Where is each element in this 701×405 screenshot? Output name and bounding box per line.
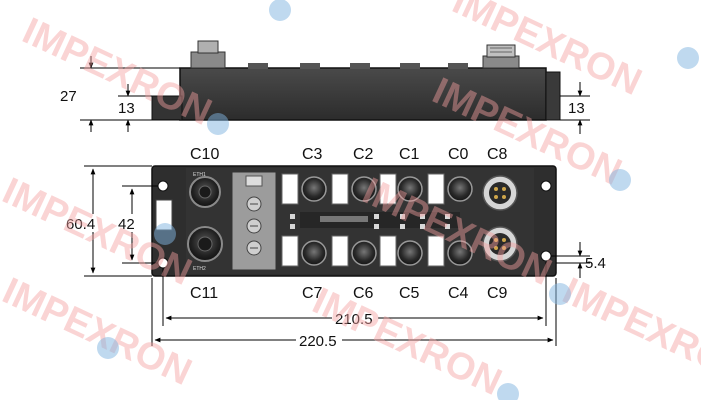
connector-c5 [379, 235, 423, 267]
connector-c6 [331, 235, 377, 267]
dim-220-5-bg [296, 331, 342, 349]
connector-c11 [187, 226, 223, 262]
dim-220-5-label: 220.5 [299, 333, 337, 350]
connector-c1 [379, 173, 423, 205]
globe-icon [549, 283, 571, 305]
label-c7: C7 [302, 285, 323, 302]
label-c9: C9 [487, 285, 508, 302]
side-connector-right [482, 44, 520, 69]
front-view: ETH1 ETH2 [151, 165, 557, 277]
connector-c0 [427, 173, 473, 205]
globe-icon [97, 337, 119, 359]
globe-icon [497, 383, 519, 405]
dim-42-bg [118, 214, 140, 232]
connector-c9 [482, 226, 518, 262]
connector-c3 [281, 173, 327, 205]
label-c1: C1 [399, 146, 420, 163]
dim-13-right-label: 13 [568, 100, 585, 117]
watermark-text-6: IMPEXRON [0, 270, 198, 394]
side-housing [179, 67, 547, 121]
label-c4: C4 [448, 285, 469, 302]
label-c3: C3 [302, 146, 323, 163]
globe-icon [269, 0, 291, 21]
dimension-side-right [560, 82, 590, 134]
watermark-text-8: IMPEXRON [556, 270, 701, 394]
brand-logo-mark [320, 216, 368, 222]
mount-hole-top-right [540, 180, 552, 192]
dim-210-5-bg [332, 309, 378, 327]
eth1-port-label: ETH1 [193, 172, 206, 178]
label-c8: C8 [487, 146, 508, 163]
connector-c4 [427, 235, 473, 267]
connector-c10 [189, 176, 221, 208]
dimension-front-right [551, 242, 590, 278]
rotary-switch-panel [231, 171, 277, 271]
eth2-port-label: ETH2 [193, 266, 206, 272]
side-flange-right [545, 71, 561, 121]
globe-icon [154, 223, 176, 245]
side-view [151, 40, 561, 121]
label-c2: C2 [353, 146, 374, 163]
status-leds [290, 214, 450, 229]
label-c0: C0 [448, 146, 469, 163]
connector-c8 [482, 175, 518, 211]
globe-icon [609, 169, 631, 191]
connector-c2 [331, 173, 377, 205]
mount-hole-top-left [157, 180, 169, 192]
connector-labels: C10 C3 C2 C1 C0 C8 C11 C7 C6 C5 C4 C9 [190, 146, 508, 302]
label-c11: C11 [190, 285, 218, 302]
connector-c7 [281, 235, 327, 267]
dim-27-label: 27 [60, 88, 77, 105]
side-connector-left [190, 40, 226, 69]
dim-42-label: 42 [118, 216, 135, 233]
globe-icon [677, 47, 699, 69]
dim-210-5-label: 210.5 [335, 311, 373, 328]
globe-icon [207, 113, 229, 135]
dim-60-4-label: 60.4 [66, 216, 95, 233]
dimension-side-left [80, 56, 180, 132]
label-c6: C6 [353, 285, 374, 302]
dim-60-4-bg [62, 214, 104, 232]
dim-13-left-label: 13 [118, 100, 135, 117]
label-c10: C10 [190, 146, 219, 163]
label-c5: C5 [399, 285, 420, 302]
dim-5-4-label: 5.4 [585, 255, 606, 272]
side-port-caps [248, 63, 468, 69]
